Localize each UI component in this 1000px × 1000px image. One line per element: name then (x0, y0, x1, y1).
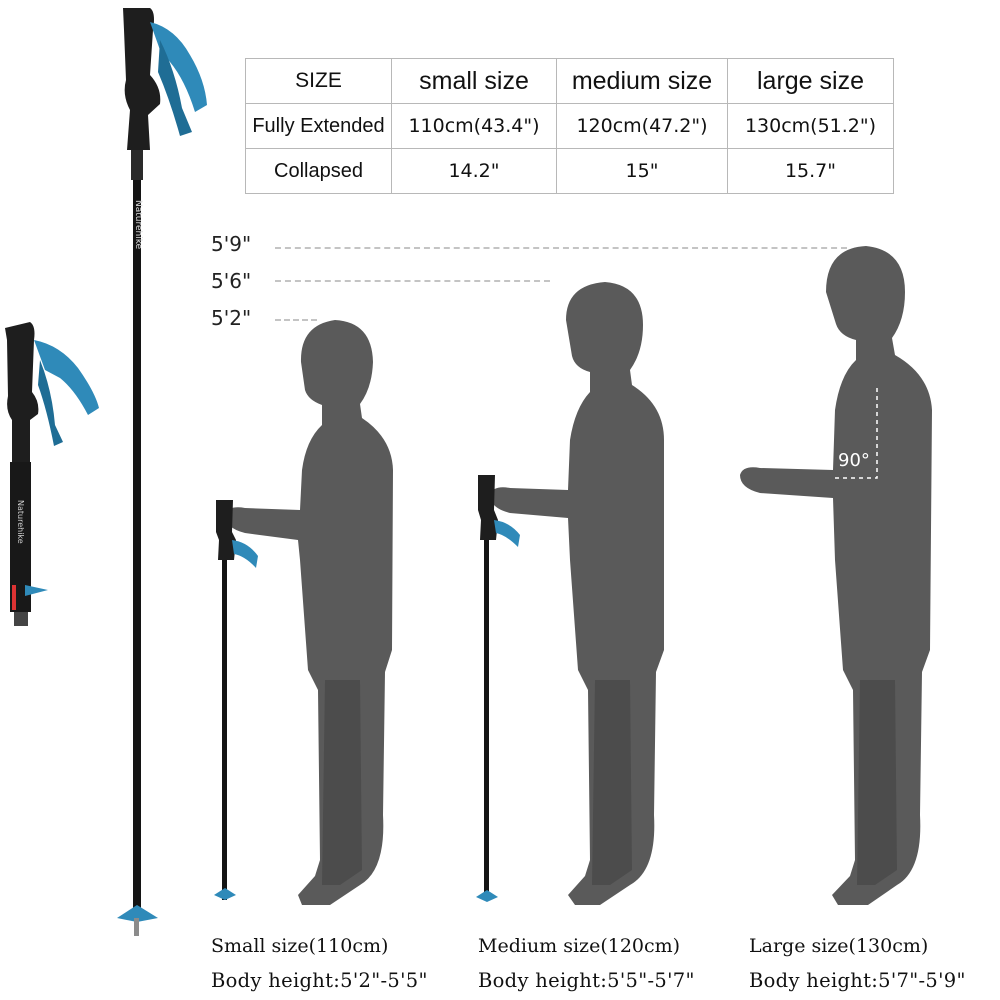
height-marker-5-6: 5'6" (211, 269, 252, 293)
height-marker-5-2: 5'2" (211, 306, 252, 330)
caption-large-name: Large size(130cm) (749, 935, 929, 957)
height-guide-line (275, 280, 550, 282)
table-corner-label: SIZE (245, 58, 392, 104)
row-label-collapsed: Collapsed (245, 148, 392, 194)
caption-small: Small size(110cm) Body height:5'2"-5'5" (211, 935, 428, 992)
arm-angle-label: 90° (838, 450, 870, 471)
cell-collapsed-medium: 15" (556, 148, 728, 194)
caption-medium: Medium size(120cm) Body height:5'5"-5'7" (478, 935, 695, 992)
extended-pole-illustration: Naturehike (117, 8, 207, 936)
cell-extended-small: 110cm(43.4") (391, 103, 557, 149)
height-guide-line (275, 247, 847, 249)
caption-large: Large size(130cm) Body height:5'7"-5'9" (749, 935, 966, 992)
column-header-small: small size (391, 58, 557, 104)
pole-brand-text: Naturehike (133, 200, 143, 250)
trekking-pole-small (214, 500, 258, 900)
height-guide-line (275, 319, 317, 321)
caption-medium-body-height: Body height:5'5"-5'7" (478, 969, 695, 992)
pole-brand-text: Naturehike (16, 500, 25, 544)
caption-medium-name: Medium size(120cm) (478, 935, 681, 957)
height-marker-5-9: 5'9" (211, 232, 252, 256)
size-table: SIZE small size medium size large size F… (245, 58, 894, 194)
caption-small-name: Small size(110cm) (211, 935, 389, 957)
table-row: Collapsed 14.2" 15" 15.7" (245, 148, 894, 194)
cell-collapsed-large: 15.7" (727, 148, 894, 194)
collapsed-pole-illustration: Naturehike (5, 322, 99, 626)
caption-small-body-height: Body height:5'2"-5'5" (211, 969, 428, 992)
trekking-pole-medium (476, 475, 520, 902)
table-header-row: SIZE small size medium size large size (245, 58, 894, 104)
column-header-large: large size (727, 58, 894, 104)
person-silhouette-medium (490, 282, 664, 905)
person-silhouette-small (225, 320, 393, 905)
person-silhouette-large (740, 246, 932, 905)
cell-collapsed-small: 14.2" (391, 148, 557, 194)
caption-large-body-height: Body height:5'7"-5'9" (749, 969, 966, 992)
